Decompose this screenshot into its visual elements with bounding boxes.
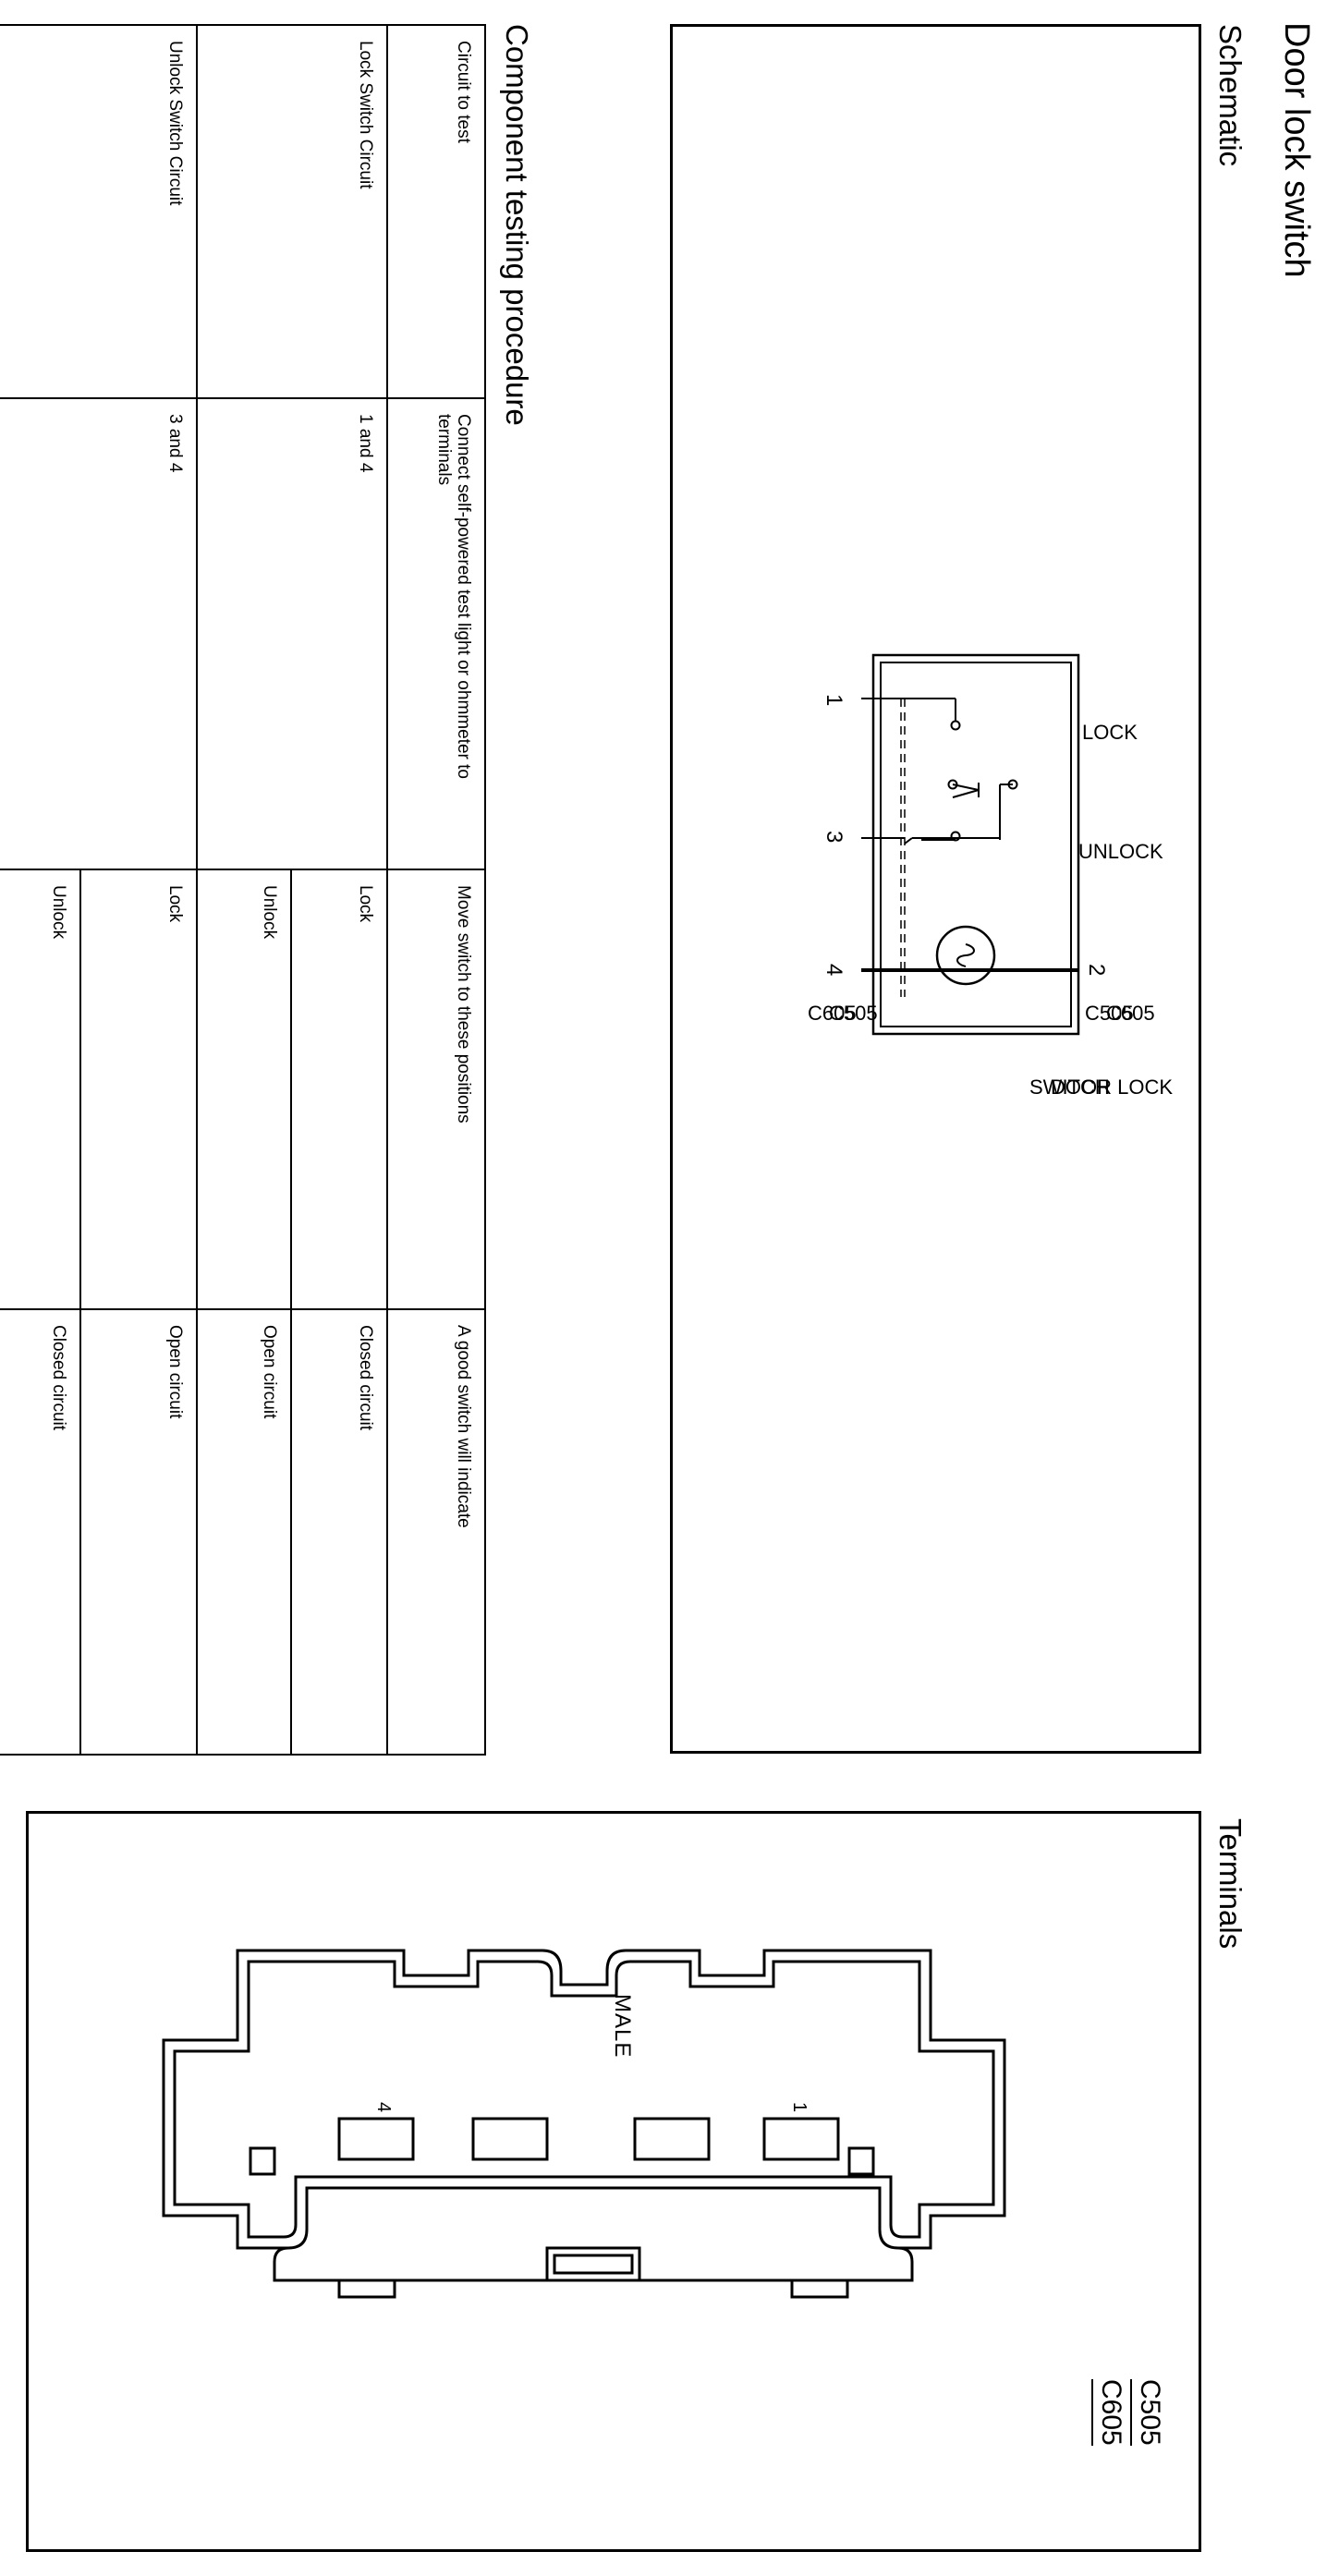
terminals-heading: Terminals xyxy=(1213,1818,1248,1950)
schematic-box: LOCK UNLOCK 1 3 4 2 C605 C505 DOOR LOCK … xyxy=(670,24,1201,1754)
lamp-icon xyxy=(935,925,996,986)
tab-bottom xyxy=(337,2278,396,2299)
switch-arm xyxy=(952,784,980,791)
schematic-heading: Schematic xyxy=(1213,24,1248,167)
terminal-pin-2 xyxy=(633,2117,711,2161)
column-header: Move switch to these positions xyxy=(387,869,485,1309)
terminal-pin-3 xyxy=(471,2117,549,2161)
column-header: Circuit to test xyxy=(387,25,485,398)
expected-result: Closed circuit xyxy=(0,1309,80,1755)
pin-1-label: 1 xyxy=(822,694,846,706)
end-key-bottom xyxy=(249,2146,276,2176)
connector-drawing: 1 4 xyxy=(29,1814,1199,2549)
switch-position: Lock xyxy=(291,869,387,1309)
connector-gender-label: MALE xyxy=(610,1994,635,2059)
table-row: Unlock Switch Circuit 3 and 4 Lock Open … xyxy=(0,25,197,1755)
page-title: Door lock switch xyxy=(1277,22,1316,278)
table-header-row: Circuit to test Connect self-powered tes… xyxy=(387,25,485,1755)
label-lock: LOCK xyxy=(1082,721,1138,744)
conn-bottom-1: C505 xyxy=(829,1002,878,1025)
switch-name-1: DOOR LOCK xyxy=(1051,1075,1173,1099)
circuit-terminals: 1 and 4 xyxy=(197,398,387,869)
procedure-heading: Component testing procedure xyxy=(500,24,534,426)
end-key-top xyxy=(847,2146,875,2176)
switch-housing-outer xyxy=(871,653,1080,1036)
column-header: Connect self-powered test light or ohmme… xyxy=(387,398,485,869)
terminal-pin-4 xyxy=(337,2117,415,2161)
terminals-connectors: C505 C605 xyxy=(1091,2379,1165,2446)
column-header: A good switch will indicate xyxy=(387,1309,485,1755)
switch-position: Unlock xyxy=(0,869,80,1309)
terminals-box: 1 4 C505 C605 MALE xyxy=(26,1811,1201,2552)
schematic-diagram: LOCK UNLOCK 1 3 4 2 C605 C505 DOOR LOCK … xyxy=(808,653,1173,1099)
procedure-table: Circuit to test Connect self-powered tes… xyxy=(0,24,486,1756)
circuit-name: Unlock Switch Circuit xyxy=(0,25,197,398)
conn-bottom-2: C605 xyxy=(808,1002,857,1025)
conn-top-1: C605 xyxy=(1106,1002,1155,1025)
switch-housing-inner xyxy=(880,662,1072,1027)
lock-contact xyxy=(950,720,961,731)
connector-inner xyxy=(173,1960,995,2239)
expected-result: Open circuit xyxy=(80,1309,197,1755)
terminal-pin-1 xyxy=(762,2117,840,2161)
conn-top-2: C505 xyxy=(1085,1002,1134,1025)
table-row: Lock Switch Circuit 1 and 4 Lock Closed … xyxy=(197,25,387,1755)
pin-2-label: 2 xyxy=(1084,964,1109,976)
switch-name-2: SWITCH xyxy=(1029,1075,1110,1099)
latch xyxy=(545,2246,641,2282)
connector-outer xyxy=(162,1949,1006,2250)
pin-label-last: 4 xyxy=(373,2102,394,2112)
pin-label-first: 1 xyxy=(789,2102,810,2112)
label-unlock: UNLOCK xyxy=(1078,840,1163,863)
tab-top xyxy=(790,2278,849,2299)
switch-position: Lock xyxy=(80,869,197,1309)
pin-3-label: 3 xyxy=(822,831,846,843)
expected-result: Open circuit xyxy=(197,1309,291,1755)
connector-label-c605: C605 xyxy=(1091,2379,1126,2446)
circuit-name: Lock Switch Circuit xyxy=(197,25,387,398)
expected-result: Closed circuit xyxy=(291,1309,387,1755)
circuit-terminals: 3 and 4 xyxy=(0,398,197,869)
connector-label-c505: C505 xyxy=(1130,2379,1165,2446)
pin-4-label: 4 xyxy=(822,964,846,976)
switch-position: Unlock xyxy=(197,869,291,1309)
